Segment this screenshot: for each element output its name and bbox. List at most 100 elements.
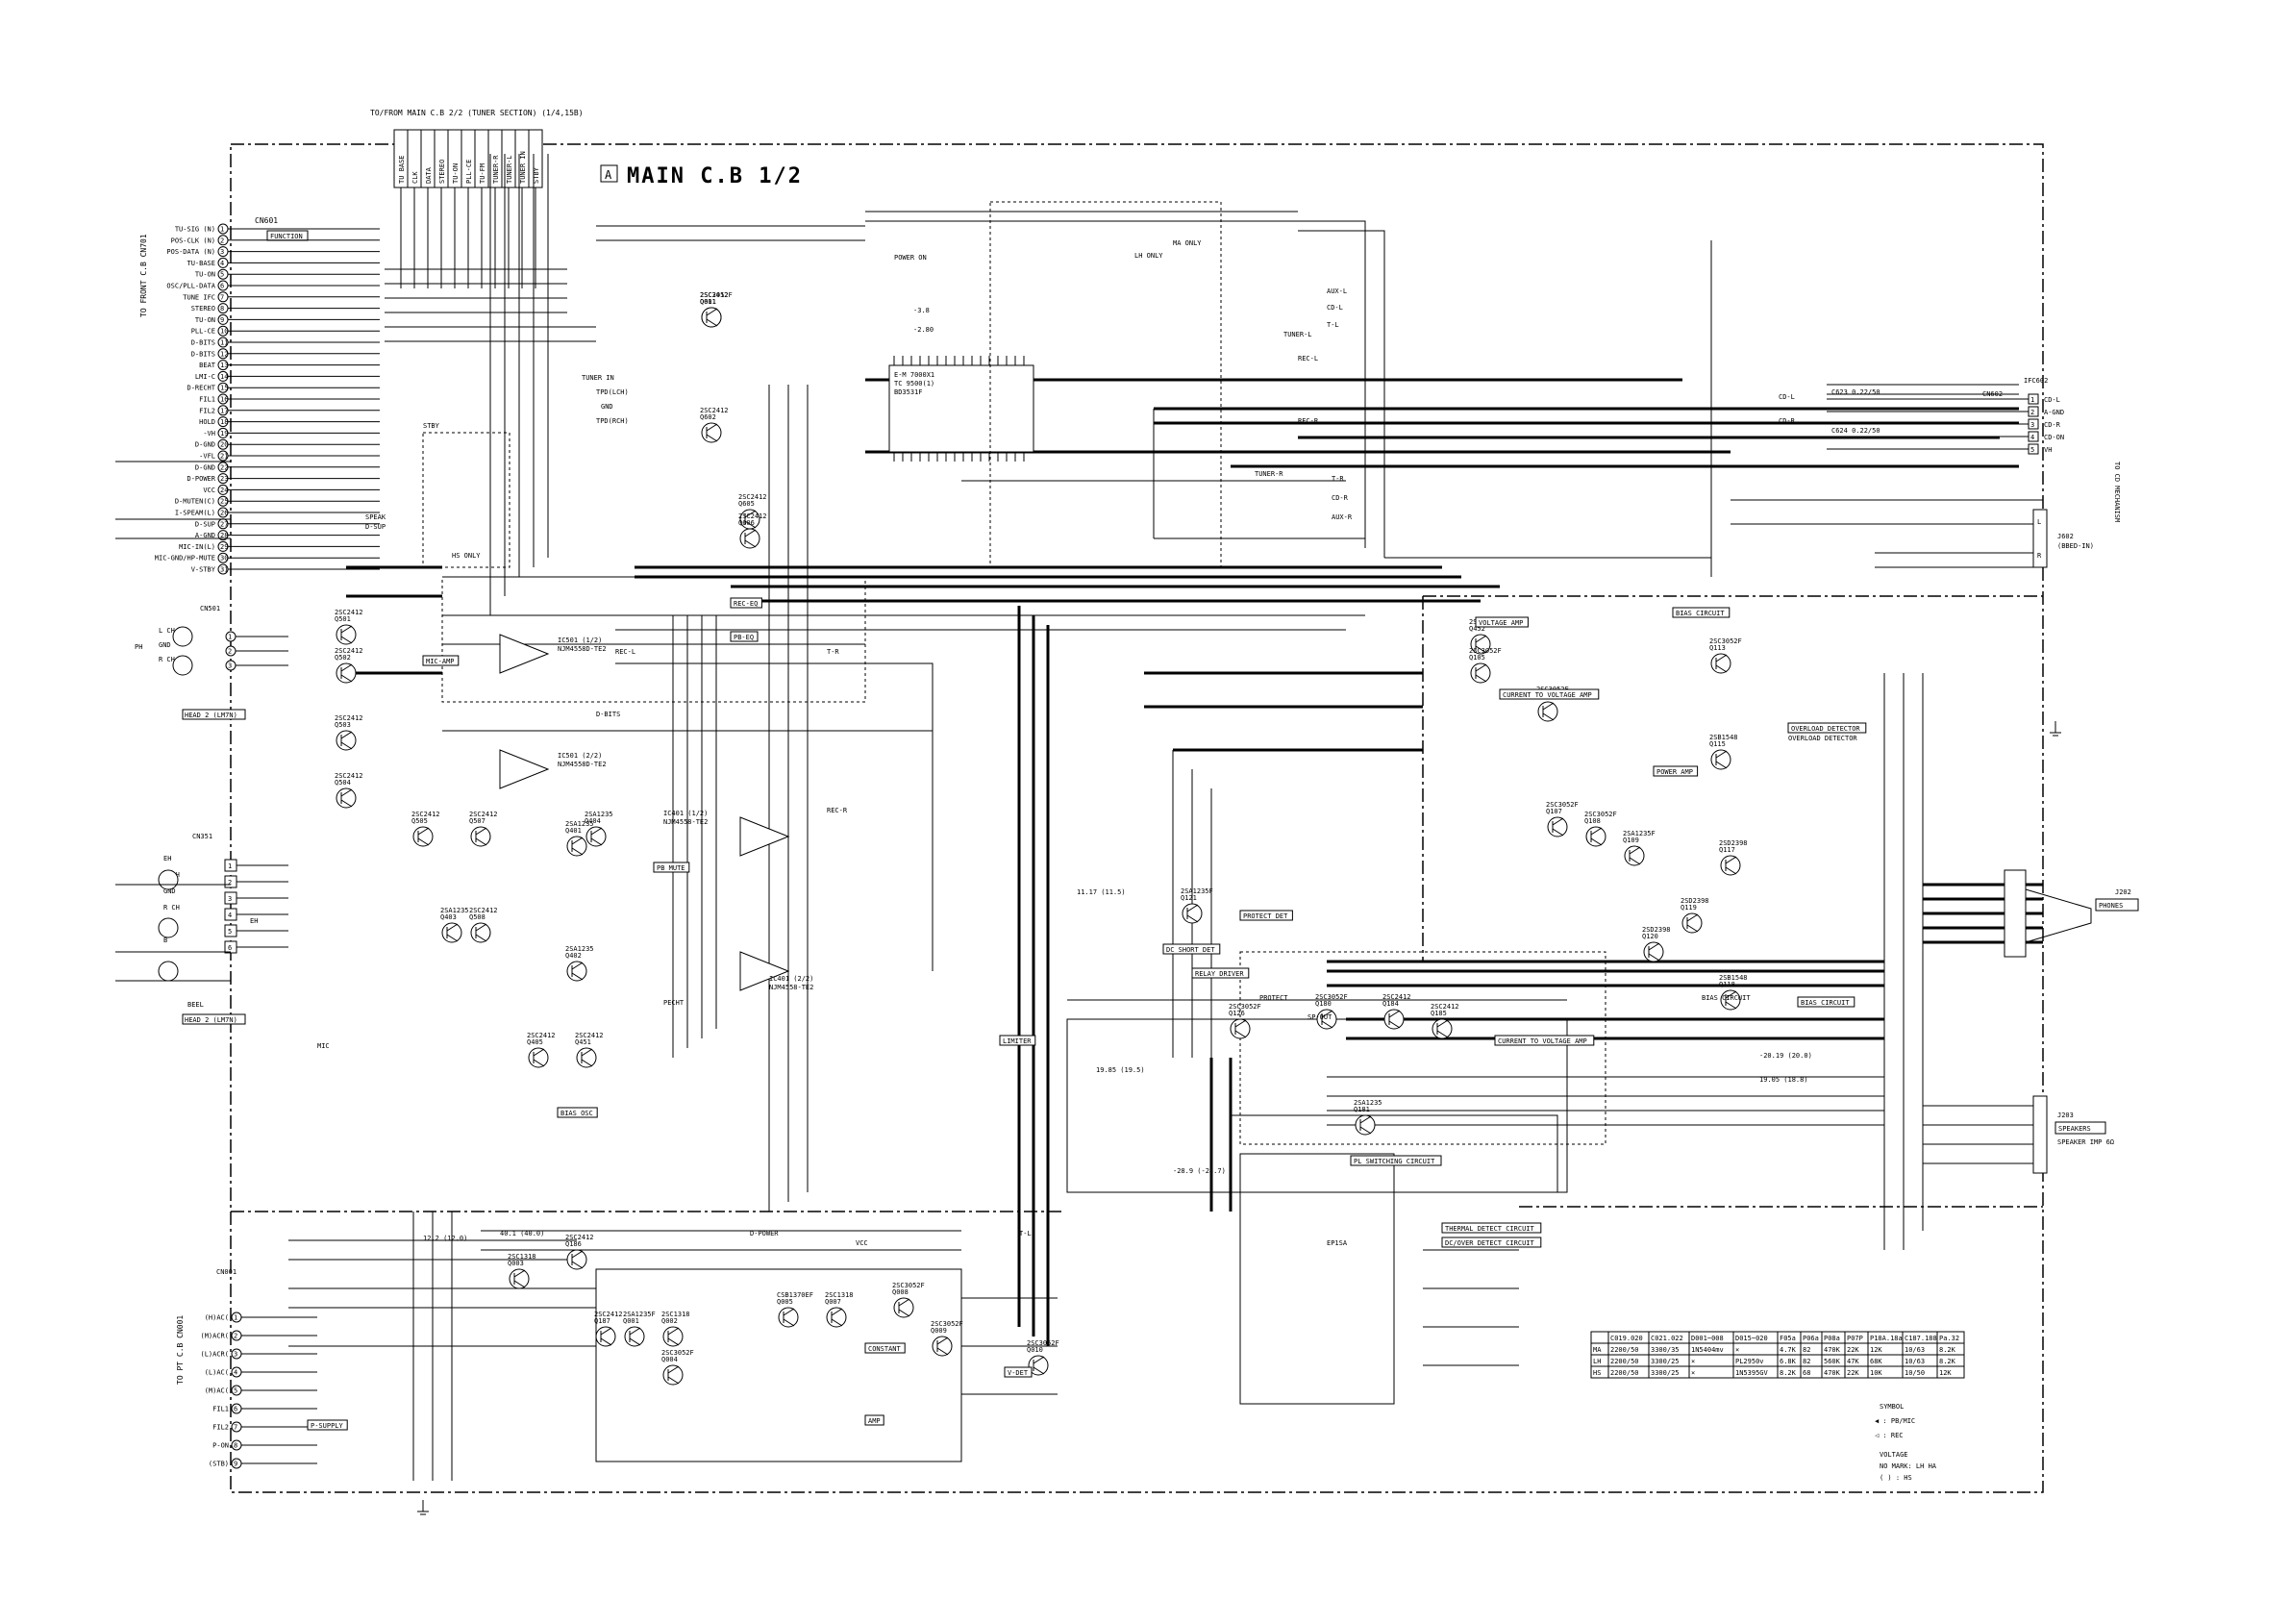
function-tag-box	[1239, 910, 1293, 921]
schematic-label: REC-R	[827, 807, 848, 814]
transistor-part: 2SA1235	[585, 811, 613, 818]
cn601-pin-number: 27	[220, 520, 228, 528]
table-cell: 8.2K	[1939, 1346, 1956, 1354]
function-tag-box	[730, 631, 759, 642]
schematic-label: STBY	[423, 422, 440, 430]
cn602-pin-label: CD-L	[2044, 396, 2060, 404]
j202-label-box	[2095, 898, 2139, 912]
rail-voltage: 40.1 (40.0)	[500, 1230, 544, 1237]
transistor-part: CSB1370EF	[777, 1291, 813, 1299]
signal-label: AUX-R	[1332, 513, 1353, 521]
function-tag: CURRENT TO VOLTAGE AMP	[1498, 1037, 1587, 1045]
cn351-ref: CN351	[192, 833, 212, 840]
top-pin-label: TU-FM	[479, 163, 486, 184]
symbol-legend: SYMBOL ◀ : PB/MIC ◁ : REC VOLTAGE NO MAR…	[1874, 1403, 1937, 1482]
j602-jack: J602 (BBED-IN) L R	[2032, 509, 2094, 568]
j203-label: SPEAKERS	[2058, 1125, 2091, 1133]
cn001-pin-label: (H)AC(	[205, 1314, 229, 1322]
cn601-pin-number: 31	[220, 566, 228, 574]
function-tag-box	[1162, 943, 1221, 955]
signal-label: REC-R	[1298, 417, 1319, 425]
transistor-ref: Q118	[1719, 981, 1735, 988]
function-tag: REC-EQ	[734, 600, 758, 608]
function-tag: DC/OVER DETECT CIRCUIT	[1445, 1239, 1535, 1247]
cn601-pin-number: 21	[220, 453, 228, 461]
transistor-ref: Q505	[411, 817, 428, 825]
cn601-pin-label: PLL-CE	[191, 328, 215, 336]
cn601-pin-number: 30	[220, 555, 228, 562]
transistor-ref: Q601	[700, 298, 716, 306]
function-tag-box	[864, 1342, 906, 1354]
table-cell: 10/63	[1905, 1346, 1925, 1354]
cn602-pin-label: VH	[2044, 446, 2052, 454]
transistor-ref: Q501	[335, 615, 351, 623]
cn501-pin-number: 3	[228, 662, 232, 670]
function-tag: RELAY DRIVER	[1195, 970, 1244, 978]
signal-label: CD-L	[1327, 304, 1343, 312]
ic501-label: IC501 (1/2)NJM4558D-TE2	[558, 637, 607, 653]
schematic-label: D-BITS	[596, 711, 620, 718]
cn601-pin-label: POS-CLK (N)	[171, 237, 215, 244]
cn351-pin-number: 2	[228, 879, 232, 887]
table-cell: 10/50	[1905, 1369, 1925, 1377]
cn001-pin-label: (M)AC(	[205, 1387, 229, 1395]
board-outline	[230, 143, 2044, 1493]
cn601-pin-label: FIL2	[199, 407, 215, 414]
table-cell: 10/63	[1905, 1358, 1925, 1365]
function-tag: BIAS OSC	[560, 1110, 593, 1117]
transistor-part: 2SB1548	[1709, 734, 1738, 741]
top-pin-label: STEREO	[438, 160, 446, 184]
transistor-part: 2SC2412	[527, 1032, 556, 1039]
transistor-part: 2SC3052F	[1546, 801, 1579, 809]
table-cell: 47K	[1847, 1358, 1859, 1365]
transistor-ref: Q011	[700, 298, 716, 306]
schematic-label: SPEAK	[365, 513, 386, 521]
cn601-pin-number: 4	[220, 260, 224, 267]
cap-c624: C624 0.22/50	[1831, 427, 1880, 435]
table-cell: 2200/50	[1610, 1358, 1639, 1365]
cn602-sub: IFC602	[2024, 377, 2048, 385]
rail-voltage: 12.2 (12.0)	[423, 1235, 467, 1242]
legend-title: SYMBOL	[1880, 1403, 1904, 1411]
j203-label-box	[2054, 1121, 2106, 1135]
cn601-pin-number: 15	[220, 385, 228, 392]
side-ref-left: TO FRONT C.B CN701	[139, 234, 148, 317]
mic-section-box	[441, 576, 866, 703]
cn351-tag: HEAD 2 (LM7N)	[185, 1016, 237, 1024]
transistor-part: 2SD2398	[1681, 897, 1709, 905]
function-tag-box	[1441, 1222, 1542, 1234]
rca-jack-eh	[158, 869, 179, 890]
transistor-ref: Q181	[1354, 1106, 1370, 1113]
board-letter: A	[605, 168, 612, 182]
table-cell-border	[1688, 1365, 1734, 1379]
cn351-pin-number: 3	[228, 895, 232, 903]
rca-jack-l	[172, 626, 193, 647]
cn601-pin-label: MIC-GND/HP-MUTE	[155, 555, 215, 562]
cn601-pin-label: D-GND	[195, 441, 215, 449]
cn601-pin-number: 20	[220, 441, 228, 449]
rail-voltage: 19.85 (19.5)	[1096, 1066, 1145, 1074]
top-pin-label: TUNER-L	[506, 155, 513, 184]
ic401-label: IC401 (1/2)NJM4558-TE2	[663, 810, 708, 826]
cn351-tag-box	[182, 1013, 246, 1025]
rail-voltage: -2.80	[913, 326, 934, 334]
cn601-pin-label: OSC/PLL-DATA	[166, 283, 215, 290]
cn602-pin-number: 5	[2030, 446, 2034, 454]
table-cell: 560K	[1824, 1358, 1841, 1365]
cn601-pin-label: D-BITS	[191, 350, 215, 358]
table-cell: 8.2K	[1939, 1358, 1956, 1365]
function-tag-box	[1787, 722, 1867, 734]
top-reference: TO/FROM MAIN C.B 2/2 (TUNER SECTION) (1/…	[370, 109, 584, 117]
transistor-ref: Q126	[1229, 1010, 1245, 1017]
transistor-part: 2SC2412	[335, 609, 363, 616]
